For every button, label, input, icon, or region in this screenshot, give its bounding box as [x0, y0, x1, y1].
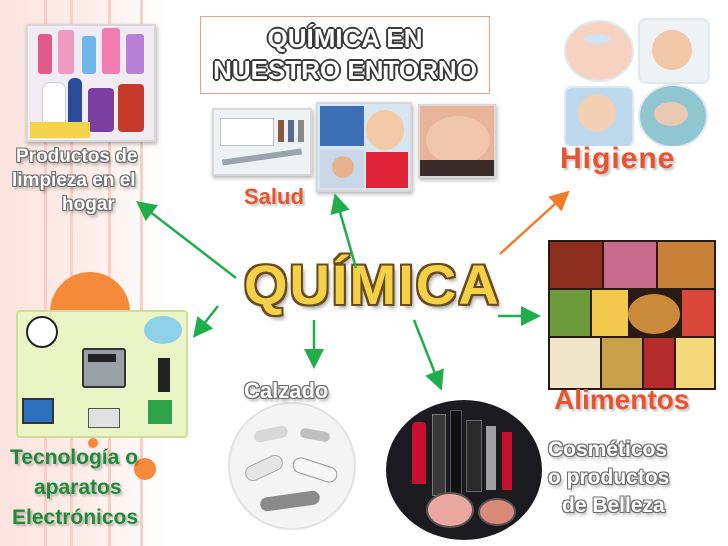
band-stripe	[108, 0, 111, 546]
label-cosmeticos-line2: o productos	[548, 466, 670, 489]
label-tecnologia-line3: Electrónicos	[12, 506, 139, 529]
label-alimentos: Alimentos	[554, 384, 690, 415]
arrow-to-tecnologia	[192, 305, 219, 338]
label-limpieza-line1: Productos de	[16, 146, 138, 167]
label-tecnologia-line2: aparatos	[34, 476, 122, 499]
label-salud: Salud	[244, 184, 304, 209]
band-stripe	[44, 0, 47, 546]
arrow-to-cosmeticos	[412, 319, 444, 391]
belly-photo	[418, 104, 496, 178]
title-box: QUÍMICA EN NUESTRO ENTORNO	[200, 16, 490, 94]
title-line-2: NUESTRO ENTORNO	[213, 55, 477, 85]
label-calzado: Calzado	[244, 378, 329, 403]
arrow-to-higiene	[499, 190, 570, 255]
shoes-photo	[228, 402, 356, 530]
food-collage-photo	[548, 240, 716, 390]
decorative-orange-dot	[88, 438, 98, 448]
label-cosmeticos-line3: de Belleza	[562, 494, 665, 517]
arrow-to-salud	[330, 193, 358, 269]
title-line-1: QUÍMICA EN	[267, 23, 423, 53]
technology-diagram-photo	[16, 310, 188, 438]
label-limpieza-line2: limpieza en el	[12, 170, 136, 191]
hygiene-collage-photo	[560, 16, 710, 146]
decorative-orange-dot	[134, 458, 156, 480]
label-cosmeticos-line1: Cosméticos	[548, 438, 668, 461]
label-higiene: Higiene	[560, 142, 676, 175]
medical-supplies-photo	[212, 108, 312, 176]
health-collage-photo	[316, 102, 412, 192]
label-tecnologia-line1: Tecnología o	[10, 446, 138, 469]
cosmetics-photo	[386, 400, 542, 540]
cleaning-products-photo	[26, 24, 156, 142]
label-limpieza-line3: hogar	[62, 194, 115, 215]
band-stripe	[140, 0, 143, 546]
center-concept-label: QUÍMICA	[244, 253, 501, 316]
band-stripe	[70, 0, 73, 546]
arrow-to-limpieza	[136, 200, 237, 279]
